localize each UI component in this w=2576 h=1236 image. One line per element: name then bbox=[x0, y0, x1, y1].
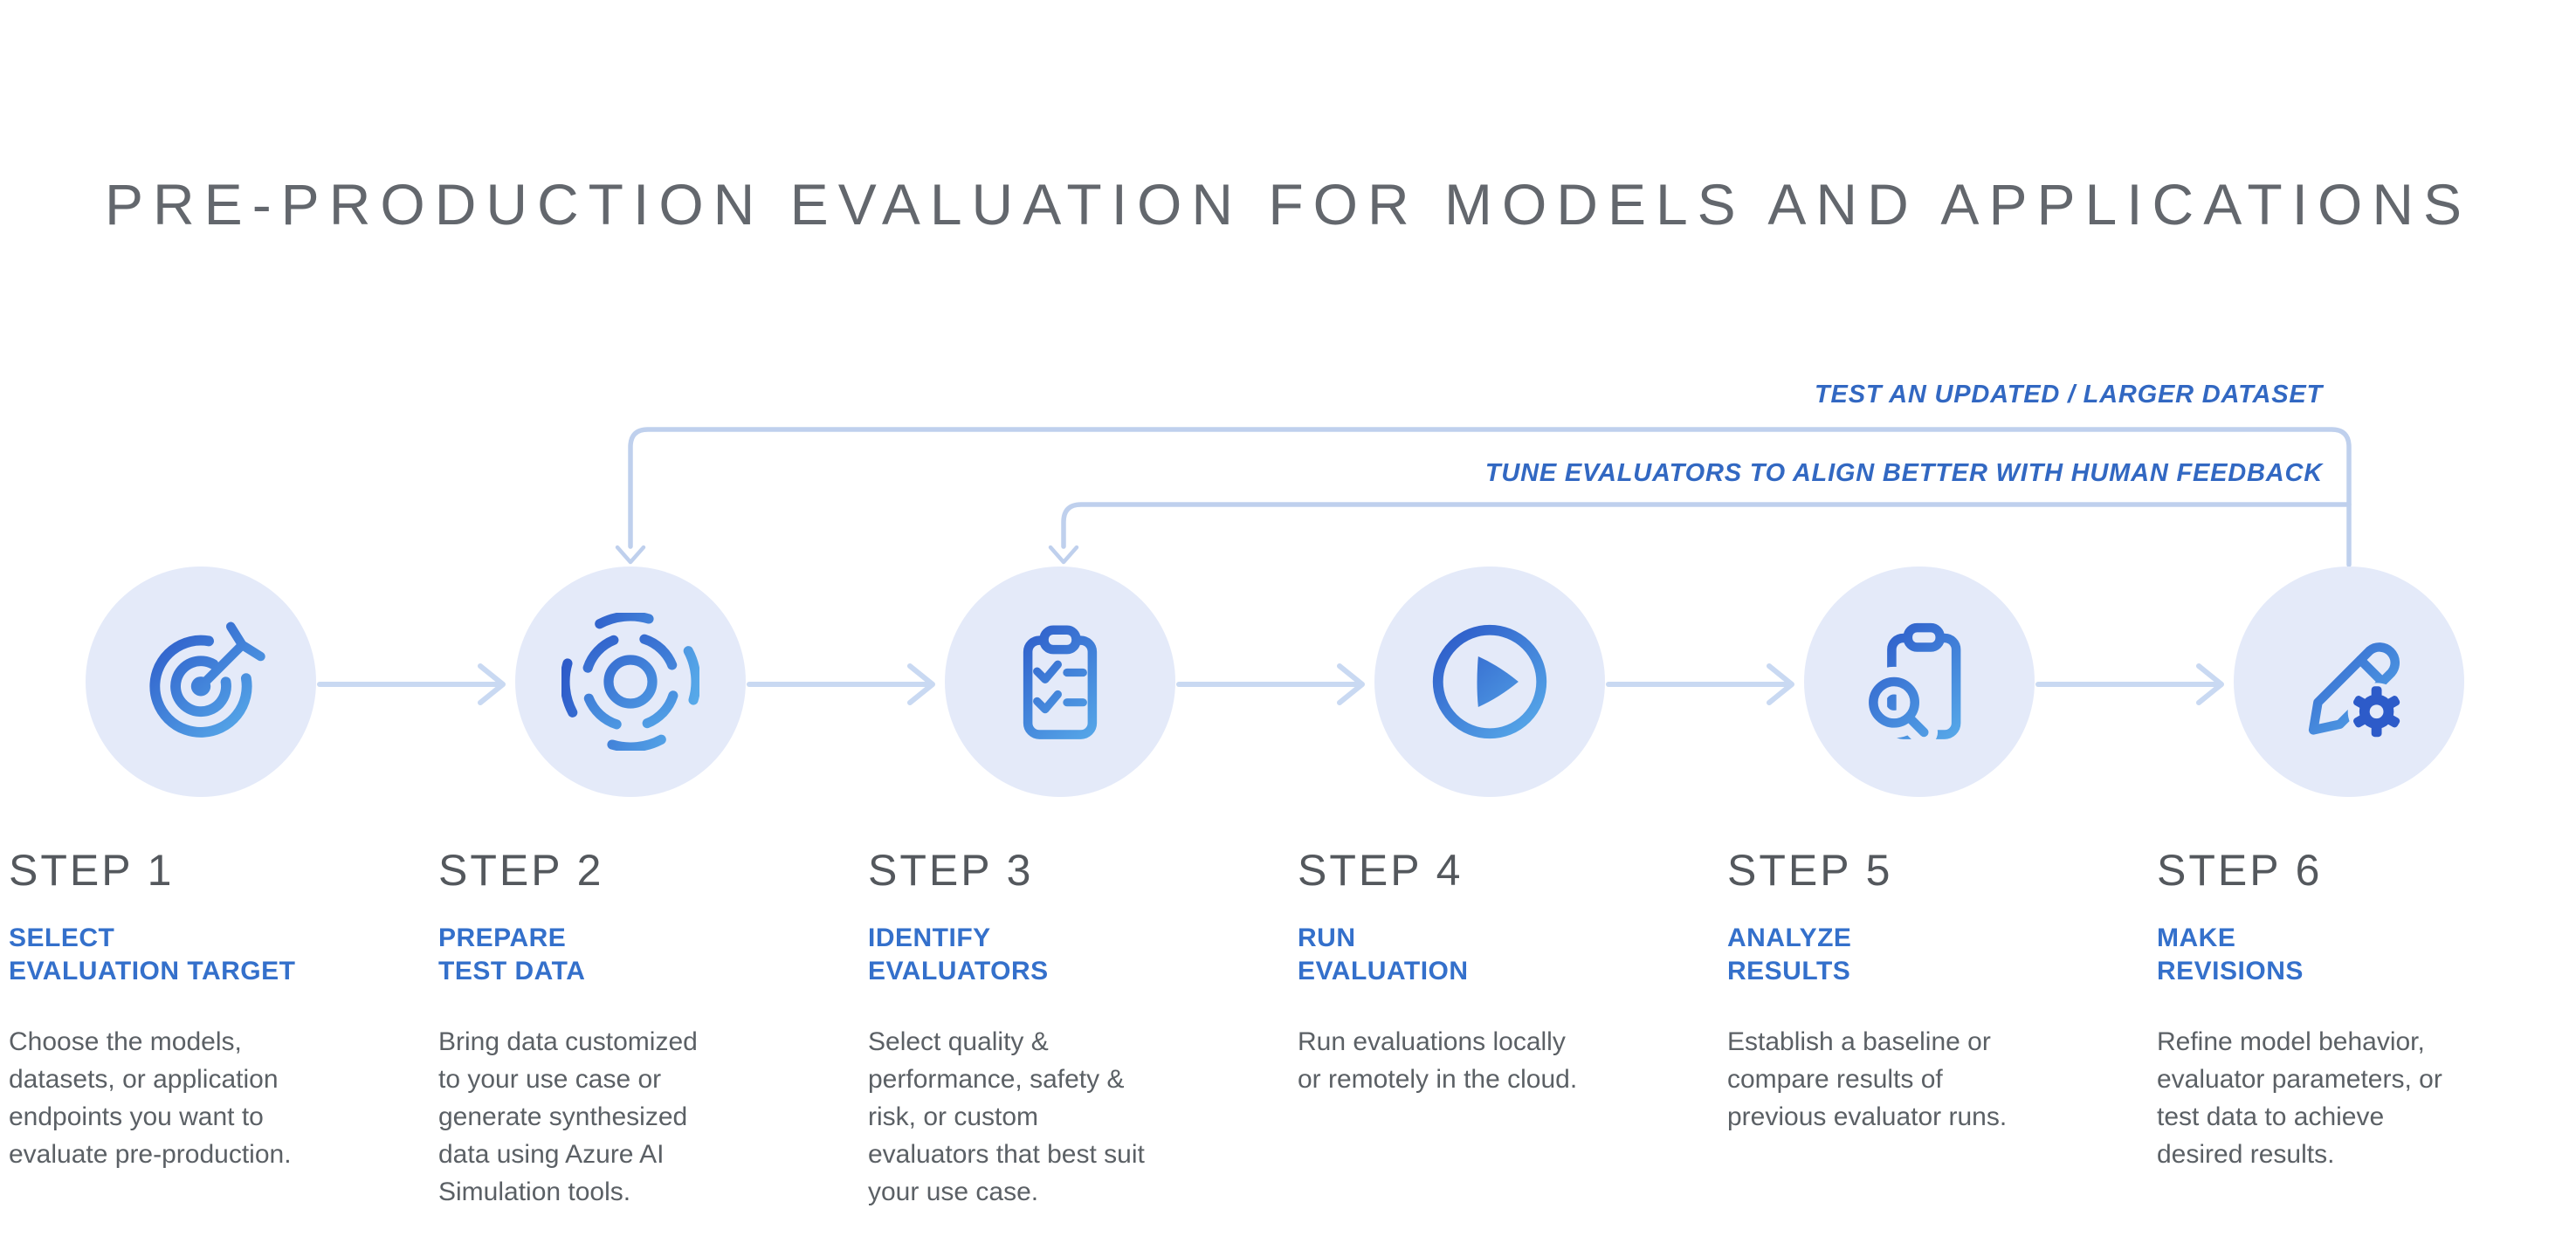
feedback-loop-1-line bbox=[628, 427, 2352, 567]
connector-arrow-1-head-icon bbox=[478, 663, 506, 705]
step-5-subtitle: ANALYZE RESULTS bbox=[1727, 924, 1852, 985]
step-2-label: STEP 2 bbox=[438, 846, 604, 895]
step-3-subtitle: IDENTIFY EVALUATORS bbox=[868, 924, 1049, 985]
step-4-subtitle: RUN EVALUATION bbox=[1298, 924, 1469, 985]
step-5-label: STEP 5 bbox=[1727, 846, 1893, 895]
step-3-icon-circle bbox=[945, 566, 1175, 797]
target-arrow-icon bbox=[149, 621, 265, 738]
step-1-description: Choose the models, datasets, or applicat… bbox=[9, 1027, 292, 1169]
step-2-description: Bring data customized to your use case o… bbox=[438, 1027, 698, 1206]
checklist-clipboard-icon bbox=[1023, 625, 1098, 739]
feedback-label-tune-evaluators: TUNE EVALUATORS TO ALIGN BETTER WITH HUM… bbox=[1484, 459, 2323, 487]
feedback-loop-2-line bbox=[1061, 502, 2352, 549]
step-6-description: Refine model behavior, evaluator paramet… bbox=[2157, 1027, 2442, 1169]
page-title: PRE-PRODUCTION EVALUATION FOR MODELS AND… bbox=[104, 172, 2472, 237]
play-icon bbox=[1432, 624, 1547, 739]
step-2-subtitle: PREPARE TEST DATA bbox=[438, 924, 586, 985]
step-3-label: STEP 3 bbox=[868, 846, 1034, 895]
step-5-description: Establish a baseline or compare results … bbox=[1727, 1027, 2008, 1131]
step-6-icon-circle bbox=[2234, 566, 2464, 797]
step-4-description: Run evaluations locally or remotely in t… bbox=[1298, 1027, 1578, 1094]
pencil-gear-icon bbox=[2308, 642, 2406, 741]
step-1-label: STEP 1 bbox=[9, 846, 175, 895]
feedback-label-test-dataset: TEST AN UPDATED / LARGER DATASET bbox=[1815, 381, 2323, 409]
connector-arrow-3-head-icon bbox=[1337, 663, 1365, 705]
connector-arrow-2-head-icon bbox=[907, 663, 935, 705]
step-6-subtitle: MAKE REVISIONS bbox=[2157, 924, 2304, 985]
sonar-data-icon bbox=[561, 613, 699, 751]
step-4-icon-circle bbox=[1374, 566, 1605, 797]
step-1-icon-circle bbox=[86, 566, 316, 797]
feedback-loop-1-arrowhead-icon bbox=[615, 545, 646, 565]
step-3-description: Select quality & performance, safety & r… bbox=[868, 1027, 1145, 1206]
connector-arrow-4-head-icon bbox=[1767, 663, 1794, 705]
step-1-subtitle: SELECT EVALUATION TARGET bbox=[9, 924, 296, 985]
feedback-loop-2-arrowhead-icon bbox=[1048, 545, 1079, 565]
step-6-label: STEP 6 bbox=[2157, 846, 2323, 895]
step-4-label: STEP 4 bbox=[1298, 846, 1464, 895]
step-5-icon-circle bbox=[1804, 566, 2035, 797]
connector-arrow-5-head-icon bbox=[2196, 663, 2224, 705]
step-2-icon-circle bbox=[515, 566, 746, 797]
clipboard-search-icon bbox=[1858, 622, 1961, 746]
